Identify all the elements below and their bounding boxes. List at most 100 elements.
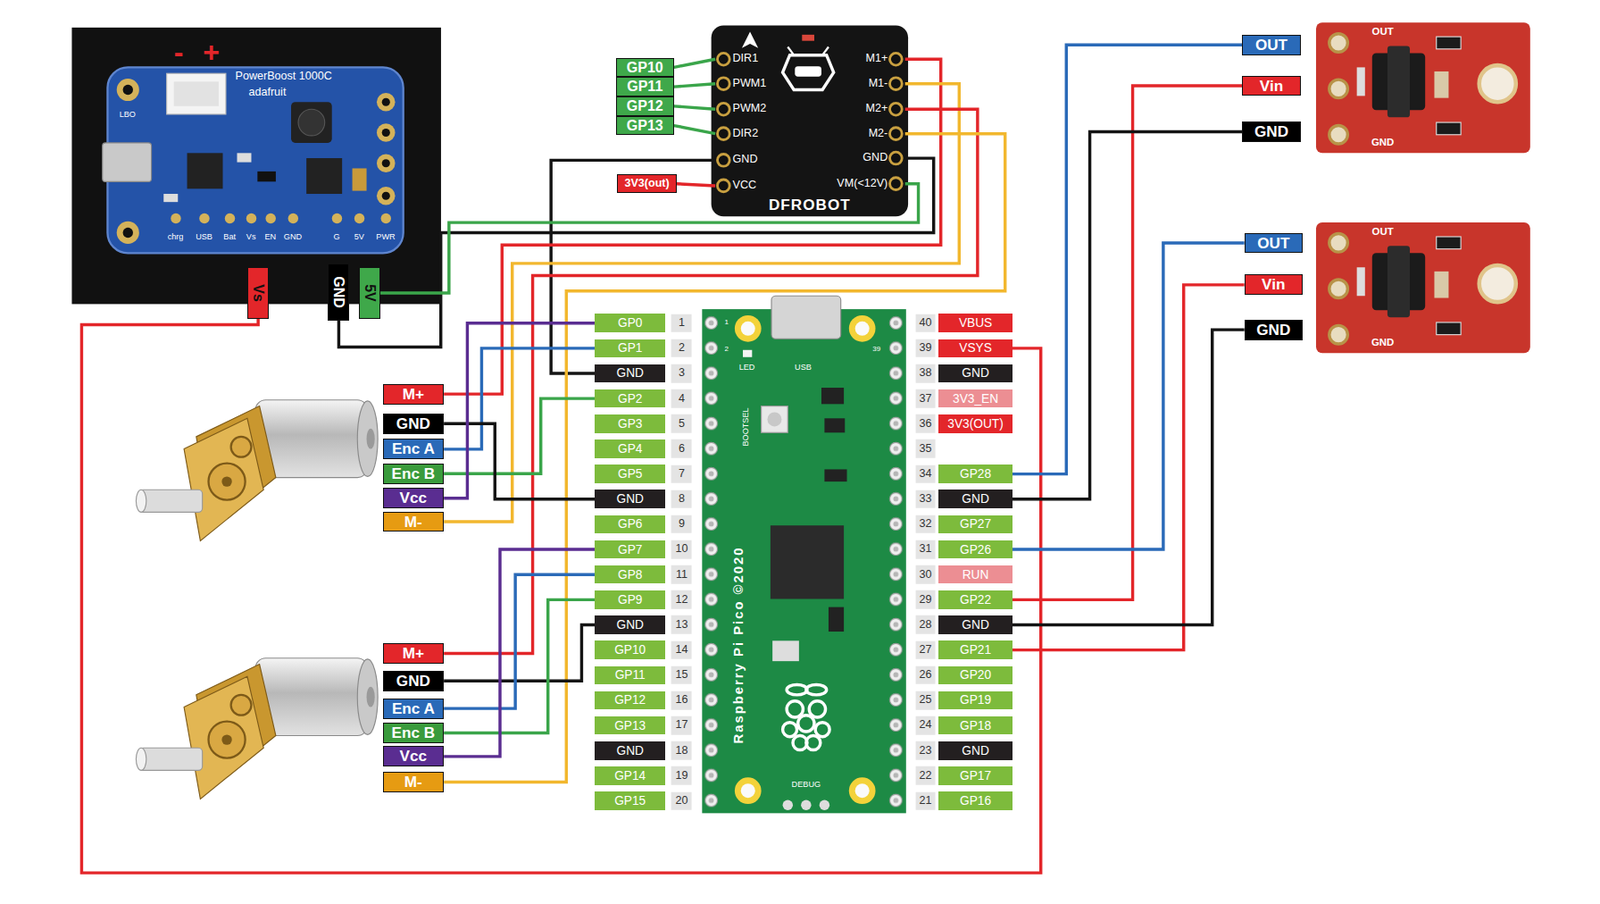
- wire: [1012, 85, 1243, 600]
- driver-pin: PWM1: [715, 74, 777, 93]
- wire: [674, 125, 716, 134]
- silk-label: G: [333, 232, 341, 242]
- pico-board-part: [806, 683, 827, 694]
- pin-label: GP1: [594, 339, 666, 359]
- pico-board-part: [806, 735, 821, 750]
- pin-label: GND: [938, 364, 1012, 384]
- pin-label: GP17: [938, 766, 1012, 785]
- wire-tag: Vin: [1241, 75, 1300, 97]
- pin-text: VM(<12V): [836, 177, 888, 191]
- pin-text: GP22: [959, 592, 992, 607]
- pin-number: 11: [671, 565, 692, 584]
- silk-label: 1: [724, 318, 728, 327]
- pin-text: GND: [616, 366, 643, 380]
- driver-pin: GND: [852, 149, 906, 168]
- wire-tag: M-: [383, 511, 445, 533]
- pin-number: 25: [915, 691, 936, 710]
- wire: [443, 323, 595, 499]
- wire: [1012, 44, 1243, 474]
- pin-text: GP7: [617, 542, 642, 557]
- pin-number: 28: [915, 615, 936, 634]
- wire: [443, 133, 1006, 783]
- pico-board-part: [887, 314, 904, 815]
- pico-board-part: [766, 411, 782, 426]
- pin-text: GP12: [614, 692, 646, 707]
- pin-text: M-: [404, 773, 423, 791]
- motor-driver-board-part: [716, 179, 730, 192]
- driver-pin: DIR2: [715, 124, 768, 143]
- pin-text: PWM1: [733, 77, 767, 91]
- pin-number: 27: [915, 640, 936, 659]
- pico-board-part: [741, 321, 756, 336]
- powerboost-photo-part: [246, 213, 257, 224]
- silk-label: EN: [265, 232, 277, 242]
- pin-number: 15: [671, 666, 692, 685]
- pin-number: 36: [915, 414, 936, 434]
- wire-tag: Enc A: [383, 698, 445, 719]
- pin-label: GP0: [594, 313, 666, 333]
- driver-pin: DIR1: [715, 50, 768, 69]
- pico-board-part: [734, 776, 762, 804]
- silk-label: USB: [794, 362, 812, 372]
- powerboost-photo-part: [291, 101, 333, 143]
- pin-label: GND: [594, 489, 666, 509]
- motor-driver-board-part: [787, 47, 794, 56]
- powerboost-photo-part: [382, 128, 391, 137]
- wire: [674, 83, 716, 87]
- pico-board-part: [786, 683, 808, 694]
- pin-label: RUN: [938, 565, 1012, 584]
- pin-number: 5: [671, 414, 692, 434]
- pin-text: GP9: [617, 592, 642, 607]
- pin-text: Vin: [1261, 275, 1285, 293]
- pico-board-part: [701, 308, 906, 813]
- powerboost-photo-part: [381, 213, 392, 224]
- powerboost-photo-part: [166, 73, 226, 115]
- wire: [674, 106, 716, 109]
- pin-label: GND: [938, 741, 1012, 760]
- pin-number: 6: [671, 439, 692, 459]
- pin-text: GND: [616, 491, 643, 506]
- driver-pin: M2-: [858, 124, 906, 143]
- silk-label: LBO: [119, 109, 136, 119]
- wire-tag: GND: [327, 263, 350, 321]
- powerboost-photo-part: [199, 213, 209, 224]
- pin-text: GP19: [959, 692, 992, 707]
- pin-text: GP27: [959, 516, 992, 531]
- pin-text: 3V3(out): [624, 177, 669, 191]
- pin-text: GP18: [959, 718, 992, 733]
- pin-text: GND: [1256, 321, 1291, 339]
- powerboost-photo-part: [265, 213, 275, 224]
- pin-number: 23: [915, 741, 936, 760]
- motor-driver-board-part: [801, 34, 815, 42]
- pin-text: GP10: [626, 59, 664, 76]
- wire: [380, 183, 919, 293]
- pin-label: GP2: [594, 389, 666, 409]
- pico-board-part: [783, 722, 798, 737]
- pin-text: GP1: [617, 341, 642, 355]
- pin-number: 9: [671, 515, 692, 534]
- pin-text: GND: [961, 491, 989, 506]
- wire: [1012, 131, 1243, 499]
- pin-label: GP10: [594, 640, 666, 659]
- pin-number: 19: [671, 766, 692, 785]
- pin-text: GP6: [617, 516, 642, 531]
- pico-board-part: [786, 700, 803, 717]
- pin-label: GP6: [594, 515, 666, 534]
- pin-text: GP10: [614, 642, 646, 657]
- pin-label: GP27: [938, 515, 1012, 534]
- pin-text: GP11: [626, 78, 663, 95]
- pin-label: GP11: [594, 666, 666, 685]
- motor-driver-board-part: [822, 47, 829, 56]
- pin-number: 40: [915, 313, 936, 333]
- powerboost-photo: [71, 27, 441, 305]
- silk-label: PWR: [375, 232, 395, 242]
- pin-number: 18: [671, 741, 692, 760]
- line-sensors: [1316, 22, 1531, 353]
- pin-label: GP20: [938, 666, 1012, 685]
- pin-text: GND: [961, 366, 989, 380]
- wire-tag: Enc B: [383, 722, 445, 743]
- driver-pin: PWM2: [715, 100, 777, 119]
- pin-text: VCC: [733, 179, 758, 192]
